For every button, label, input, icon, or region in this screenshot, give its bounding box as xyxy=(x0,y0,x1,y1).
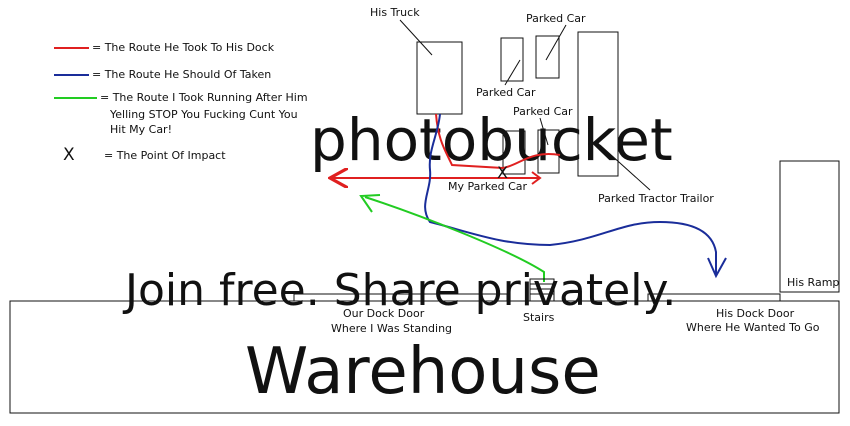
blue-route xyxy=(424,113,717,276)
parked-car-top-label: Parked Car xyxy=(526,12,586,25)
his-dock-label-line2: Where He Wanted To Go xyxy=(686,321,820,334)
my-parked-car-label: My Parked Car xyxy=(448,180,528,193)
stairs-label: Stairs xyxy=(523,311,555,324)
parked-car-2 xyxy=(535,35,560,79)
watermark: photobucket Join free. Share privately. xyxy=(122,106,676,316)
legend-green-label: = The Route I Took Running After Him xyxy=(100,91,308,104)
red-route-approach xyxy=(435,113,561,170)
legend-green-line2: Yelling STOP You Fucking Cunt You xyxy=(109,108,298,121)
tractor-trailer xyxy=(577,31,619,177)
parked-car-mid-label: Parked Car xyxy=(476,86,536,99)
impact-point-icon: X xyxy=(497,163,508,182)
legend-impact-label: = The Point Of Impact xyxy=(104,149,226,162)
parked-car-3 xyxy=(537,129,560,174)
legend-blue-label: = The Route He Should Of Taken xyxy=(92,68,271,81)
our-dock-label-line1: Our Dock Door xyxy=(343,307,425,320)
impact-x-icon: X xyxy=(63,145,75,165)
his-truck-pointer xyxy=(399,19,433,56)
legend-red-label: = The Route He Took To His Dock xyxy=(92,41,275,54)
warehouse-building xyxy=(9,300,840,414)
parked-car-low-label: Parked Car xyxy=(513,105,573,118)
parked-car-low-pointer xyxy=(539,117,549,146)
warehouse-title: Warehouse xyxy=(245,335,601,409)
green-route xyxy=(364,196,545,282)
his-ramp xyxy=(779,160,840,293)
red-route-arrowhead-right xyxy=(531,171,542,185)
tractor-trailer-pointer xyxy=(599,144,651,191)
blue-route-arrowhead xyxy=(707,257,727,279)
green-route-arrowhead xyxy=(359,194,381,213)
parked-car-top-pointer xyxy=(545,24,567,61)
his-truck xyxy=(416,41,463,115)
legend: = The Route He Took To His Dock = The Ro… xyxy=(54,41,308,165)
his-truck-label: His Truck xyxy=(370,6,420,19)
his-ramp-label: His Ramp xyxy=(787,276,839,289)
legend-green-line3: Hit My Car! xyxy=(110,123,172,136)
my-parked-car xyxy=(502,130,526,175)
parked-car-1 xyxy=(500,37,524,82)
watermark-brand: photobucket xyxy=(310,106,673,174)
our-dock-label-line2: Where I Was Standing xyxy=(331,322,452,335)
watermark-slogan: Join free. Share privately. xyxy=(122,265,676,316)
tractor-trailer-label: Parked Tractor Trailor xyxy=(598,192,714,205)
his-dock-label-line1: His Dock Door xyxy=(716,307,795,320)
parked-car-mid-pointer xyxy=(504,59,521,86)
